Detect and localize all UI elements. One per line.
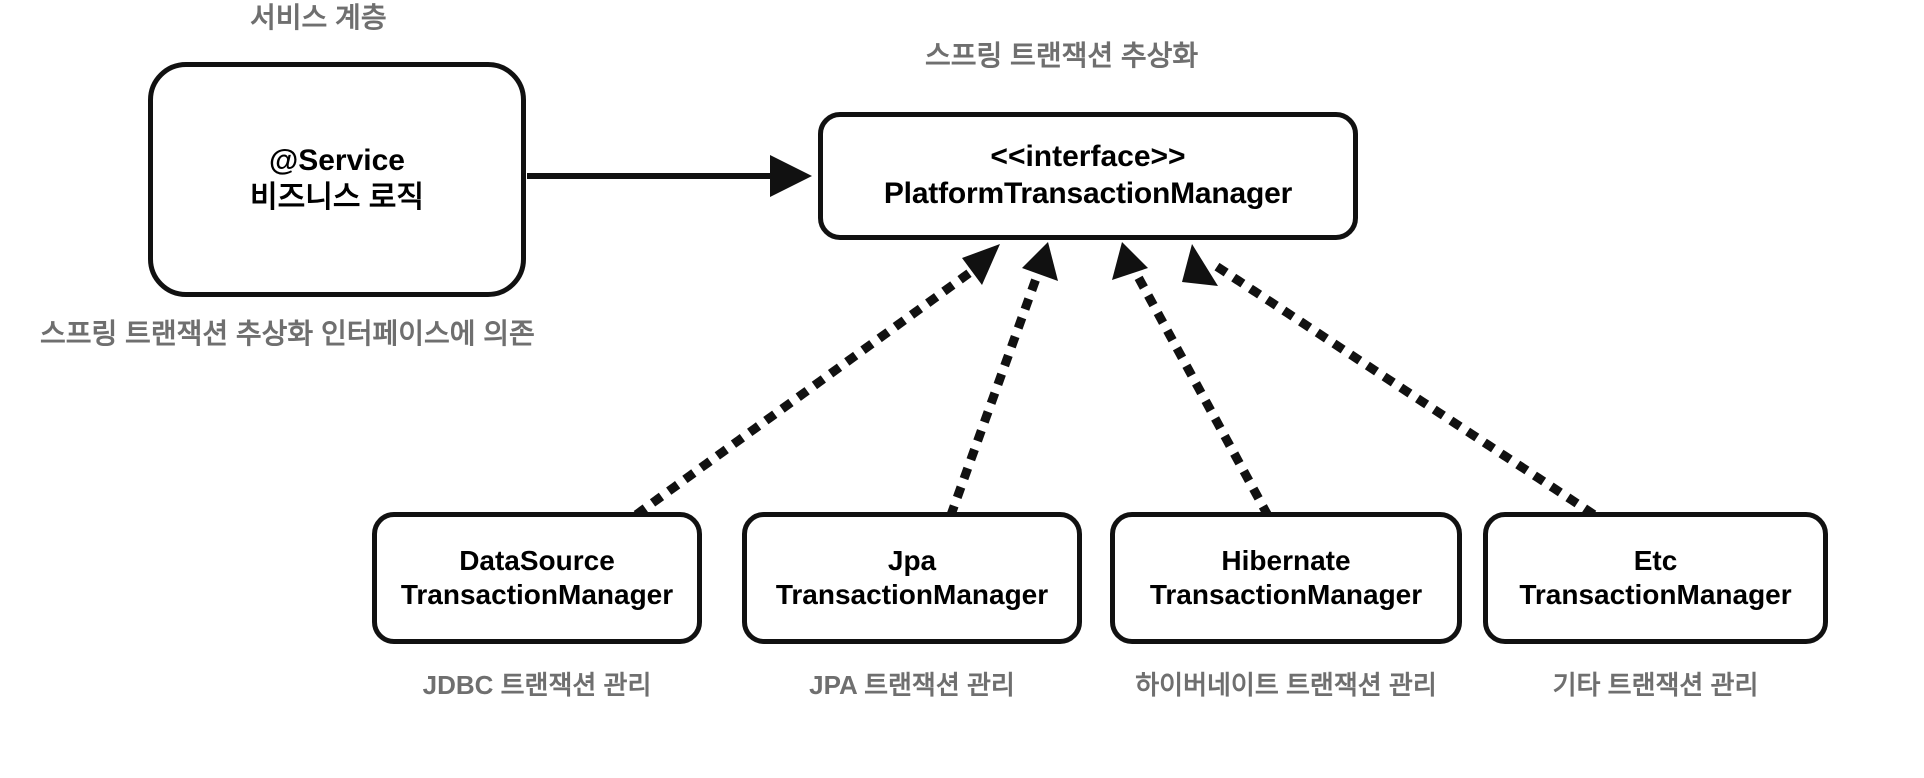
node-datasource-transaction-manager[interactable]: DataSource TransactionManager [372,512,702,644]
node-service-line2: 비즈니스 로직 [250,180,424,214]
arrow-impl-1-to-interface [946,242,1058,518]
arrow-impl-0-to-interface [633,244,1000,519]
node-jpa-transaction-manager[interactable]: Jpa TransactionManager [742,512,1082,644]
caption-etc: 기타 트랜잭션 관리 [1552,670,1759,700]
arrow-impl-2-to-interface [1112,242,1273,519]
node-impl-3-line2: TransactionManager [1519,579,1792,610]
caption-jpa: JPA 트랜잭션 관리 [809,670,1015,700]
node-impl-2-line1: Hibernate [1221,544,1351,576]
node-hibernate-transaction-manager[interactable]: Hibernate TransactionManager [1110,512,1462,644]
arrow-impl-3-to-interface [1182,244,1597,519]
node-interface-name: PlatformTransactionManager [883,177,1293,210]
node-service[interactable]: @Service 비즈니스 로직 [148,62,526,297]
node-service-line1: @Service [268,143,405,177]
annotation-spring-transaction-abstraction: 스프링 트랜잭션 추상화 [925,40,1199,71]
node-interface-stereotype: <<interface>> [990,140,1186,174]
caption-jdbc: JDBC 트랜잭션 관리 [422,670,652,700]
node-impl-1-line1: Jpa [887,544,937,576]
node-platform-transaction-manager[interactable]: <<interface>> PlatformTransactionManager [818,112,1358,240]
annotation-service-layer: 서비스 계층 [250,2,387,33]
annotation-depends-on-interface: 스프링 트랜잭션 추상화 인터페이스에 의존 [40,318,535,349]
node-impl-3-line1: Etc [1633,544,1678,576]
node-impl-2-line2: TransactionManager [1149,579,1423,610]
caption-hibernate: 하이버네이트 트랜잭션 관리 [1135,670,1437,700]
node-impl-0-line1: DataSource [459,544,615,576]
node-impl-1-line2: TransactionManager [775,579,1049,610]
node-impl-0-line2: TransactionManager [400,579,674,610]
node-etc-transaction-manager[interactable]: Etc TransactionManager [1483,512,1828,644]
